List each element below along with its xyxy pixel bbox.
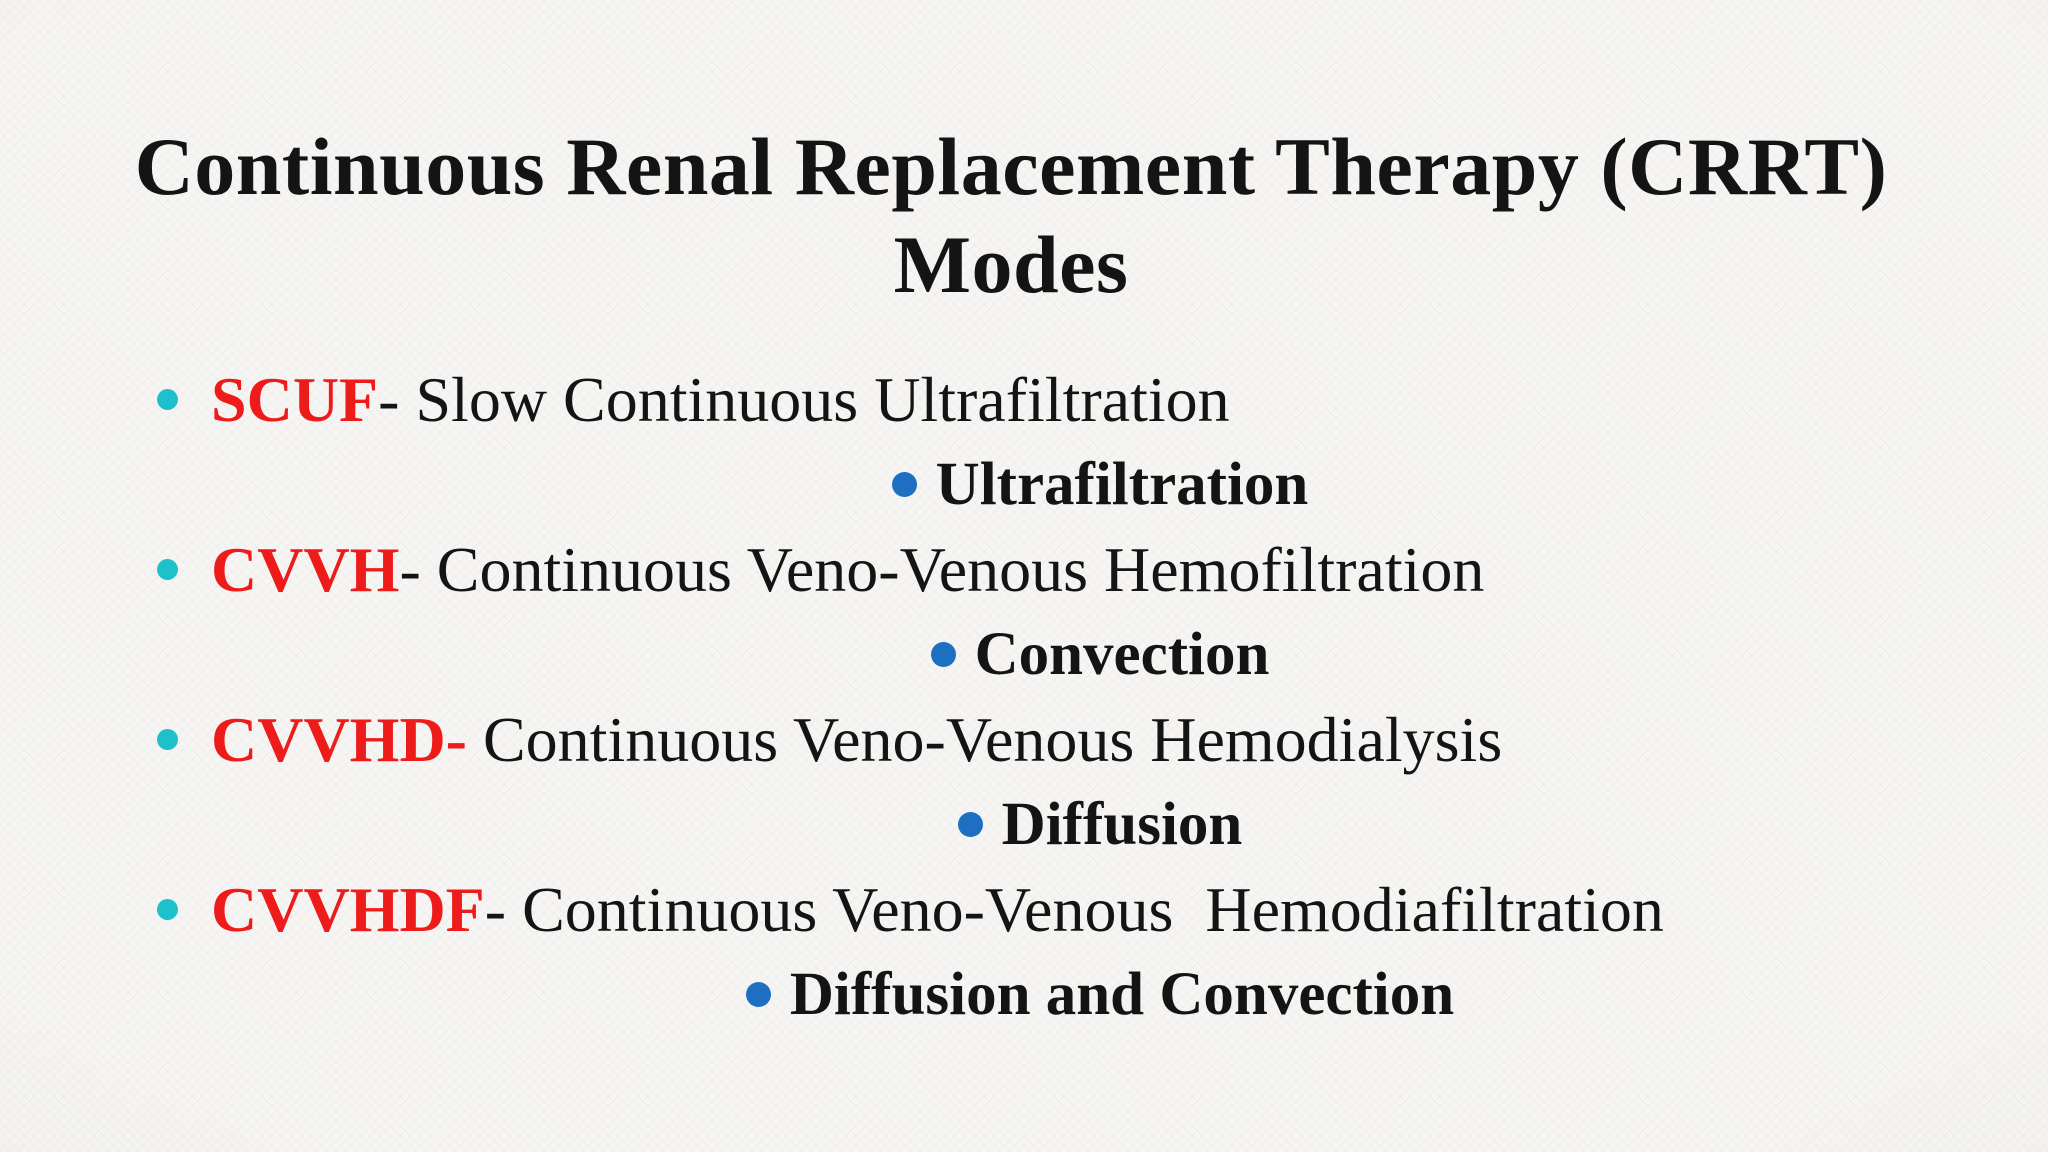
bullet-item-cvvhd: CVVHD- Continuous Veno-Venous Hemodialys… bbox=[150, 697, 2048, 782]
bullet-dot-icon bbox=[157, 899, 178, 920]
sub-bullet-item: Ultrafiltration bbox=[150, 442, 2048, 527]
bullet-dot-icon bbox=[157, 559, 178, 580]
bullet-item-cvvhdf: CVVHDF- Continuous Veno-Venous Hemodiafi… bbox=[150, 867, 2048, 952]
sub-bullet-dot-icon bbox=[957, 812, 983, 837]
bullet-item-scuf: SCUF- Slow Continuous Ultrafiltration bbox=[150, 357, 2048, 442]
bullet-dot-icon bbox=[157, 389, 178, 410]
mechanism-label: Diffusion and Convection bbox=[789, 960, 1455, 1028]
mechanism-label: Diffusion bbox=[1001, 790, 1243, 858]
mode-abbreviation: CVVH bbox=[211, 533, 400, 605]
mode-description: - Continuous Veno-Venous Hemodiafiltrati… bbox=[484, 873, 1664, 945]
sub-bullet-dot-icon bbox=[930, 642, 956, 667]
sub-bullet-dot-icon bbox=[891, 472, 917, 497]
sub-bullet-dot-icon bbox=[745, 982, 771, 1007]
slide-title-line2: Modes bbox=[893, 219, 1129, 310]
mode-abbreviation: CVVHDF bbox=[211, 873, 485, 945]
mode-description: - Continuous Veno-Venous Hemofiltration bbox=[399, 533, 1485, 605]
mode-description: Continuous Veno-Venous Hemodialysis bbox=[466, 703, 1503, 775]
mode-description: - Slow Continuous Ultrafiltration bbox=[378, 363, 1230, 435]
mechanism-label: Convection bbox=[974, 620, 1270, 688]
bullet-item-cvvh: CVVH- Continuous Veno-Venous Hemofiltrat… bbox=[150, 527, 2048, 612]
sub-bullet-item: Diffusion bbox=[150, 782, 2048, 867]
mechanism-label: Ultrafiltration bbox=[935, 450, 1309, 518]
mode-abbreviation: SCUF bbox=[211, 363, 379, 435]
sub-bullet-item: Diffusion and Convection bbox=[150, 952, 2048, 1037]
mode-abbreviation: CVVHD- bbox=[211, 703, 467, 775]
slide-title-line1: Continuous Renal Replacement Therapy (CR… bbox=[134, 121, 1888, 212]
bullet-dot-icon bbox=[157, 729, 178, 750]
slide-title: Continuous Renal Replacement Therapy (CR… bbox=[0, 118, 2022, 314]
slide-body: SCUF- Slow Continuous Ultrafiltration Ul… bbox=[150, 357, 2048, 1037]
sub-bullet-item: Convection bbox=[150, 612, 2048, 697]
